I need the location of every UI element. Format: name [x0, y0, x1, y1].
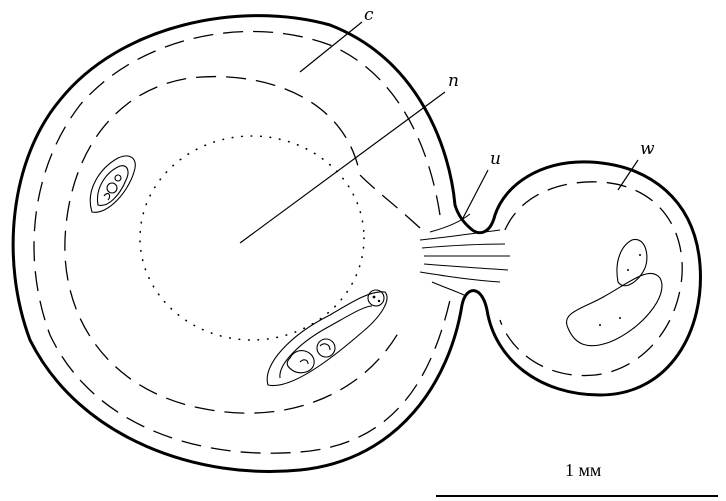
label-w: w — [640, 139, 655, 159]
cell-outline — [13, 16, 700, 472]
inner-dashed-layer — [65, 77, 420, 414]
label-n: n — [448, 71, 459, 91]
left-spindle-inclusion — [90, 156, 135, 212]
bud-inclusions — [566, 239, 661, 345]
lower-spindle-inclusion — [267, 290, 387, 386]
label-c: c — [364, 5, 374, 25]
leader-w — [618, 160, 638, 190]
label-u: u — [490, 149, 501, 169]
leader-n — [240, 92, 445, 243]
leader-c — [300, 22, 362, 72]
outer-dashed-layer — [34, 32, 450, 454]
bud-dashed-layer — [500, 182, 682, 376]
nucleus-dotted — [140, 136, 364, 340]
neck-fibers — [420, 214, 510, 296]
leader-u — [462, 170, 488, 220]
scale-bar-label: 1 мм — [565, 460, 601, 480]
